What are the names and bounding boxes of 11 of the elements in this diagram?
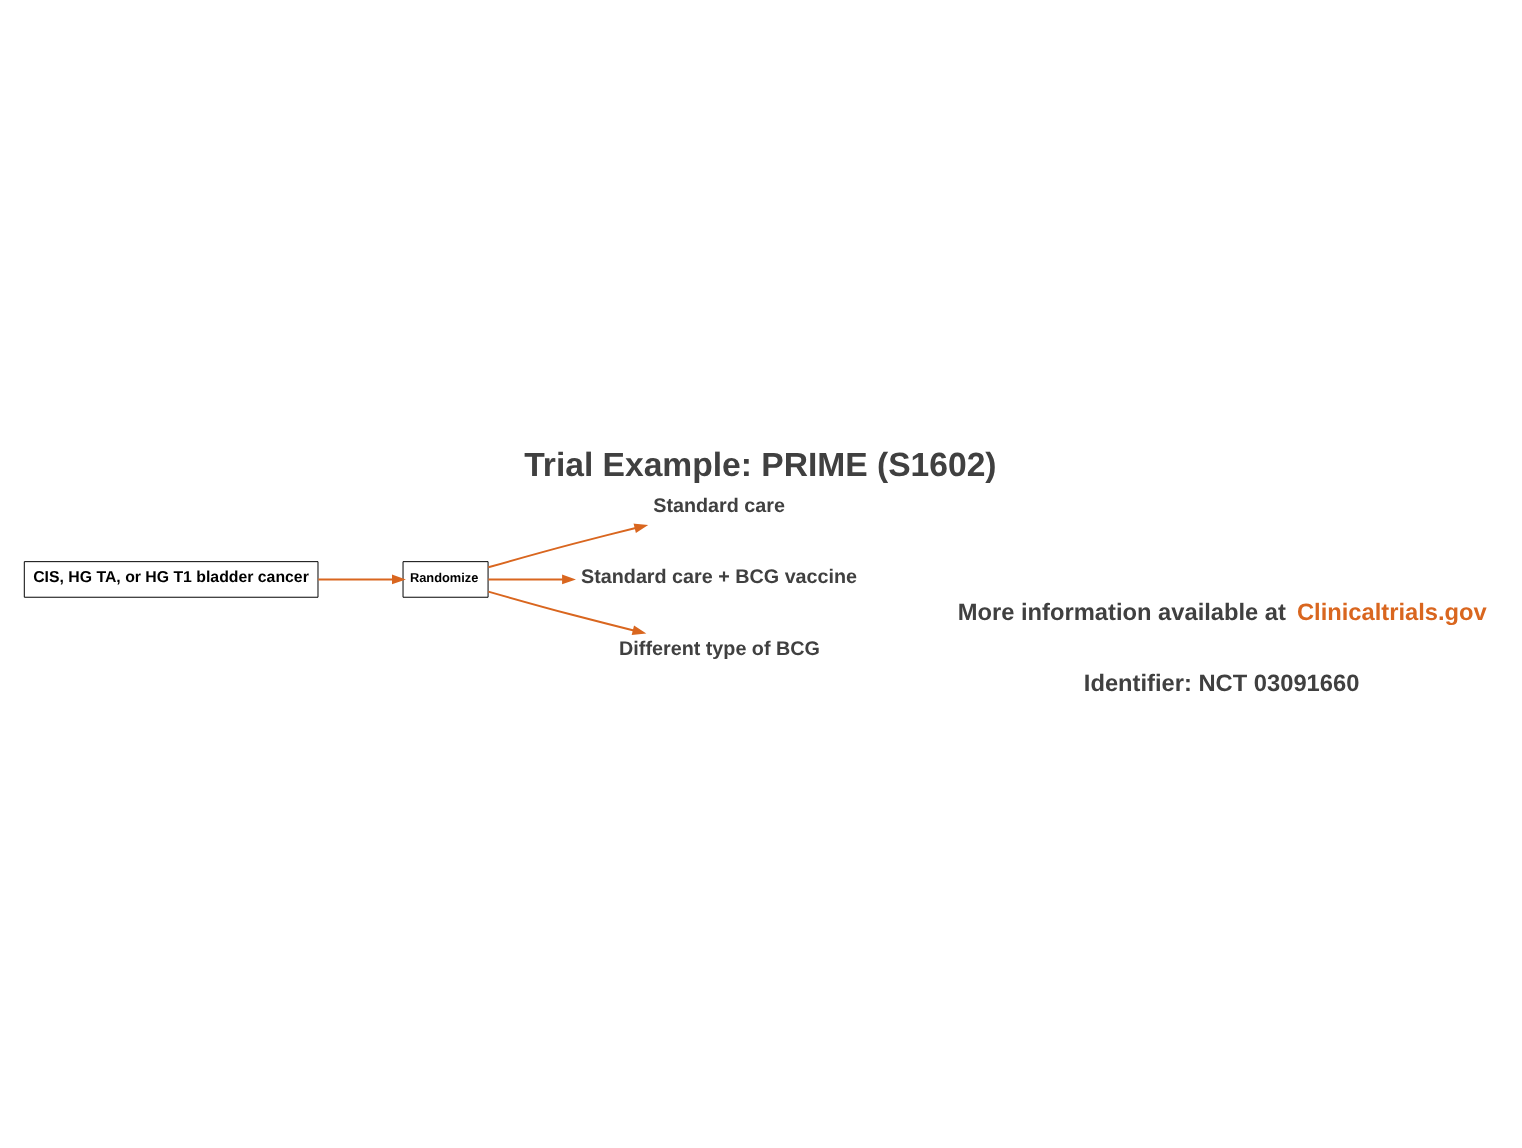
diagram-title: Trial Example: PRIME (S1602): [524, 444, 997, 483]
node-text: Standard care: [653, 495, 785, 518]
label: Identifier: NCT 03091660: [1083, 668, 1360, 697]
node-text: Different type of BCG: [619, 637, 820, 660]
arrow: [487, 589, 647, 634]
arrow: [317, 573, 406, 584]
node-text: Standard care + BCG vaccine: [581, 566, 858, 589]
node-box: CIS, HG TA, or HG T1 bladder cancer: [23, 560, 319, 597]
arrow: [487, 522, 649, 568]
arrow: [487, 573, 576, 584]
label: More information available at Clinicaltrials.gov: [957, 597, 1487, 626]
